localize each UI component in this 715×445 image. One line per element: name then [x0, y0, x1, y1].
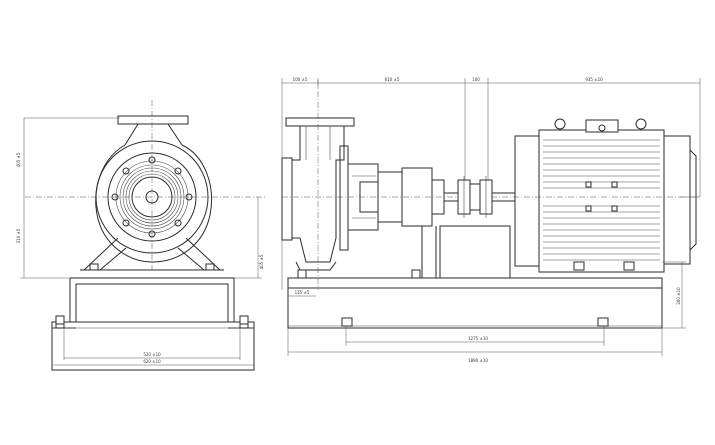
- dim-front-foot-span: 520 ±10: [143, 352, 161, 357]
- front-view: 405 ±5 310 ±5 520 ±10 620 ±10: [16, 100, 265, 371]
- coupling: [457, 176, 493, 218]
- dim-side-top-right: 935 ±10: [585, 77, 603, 82]
- side-view: 100 ±5 610 ±5 100 935 ±10: [259, 77, 701, 363]
- dim-side-top-coupling: 100: [472, 77, 480, 82]
- dim-front-base-width: 620 ±10: [143, 359, 161, 364]
- dim-front-shaft-height: 310 ±5: [16, 228, 21, 243]
- dim-side-top-mid: 610 ±5: [385, 77, 400, 82]
- dim-side-foot-offset: 115 ±5: [295, 290, 310, 295]
- motor: [514, 118, 697, 273]
- dim-side-base-height: 260 ±10: [676, 287, 681, 305]
- dim-side-top-left: 100 ±5: [293, 77, 308, 82]
- flange-bolts: [111, 156, 193, 238]
- dim-side-base-length: 1890 ±10: [468, 358, 488, 363]
- dim-side-bolt-span: 1275 ±10: [468, 336, 488, 341]
- dim-front-total-height: 405 ±5: [16, 152, 21, 167]
- dim-side-right-height: 405 ±5: [259, 254, 264, 269]
- motor-fins: [543, 139, 660, 261]
